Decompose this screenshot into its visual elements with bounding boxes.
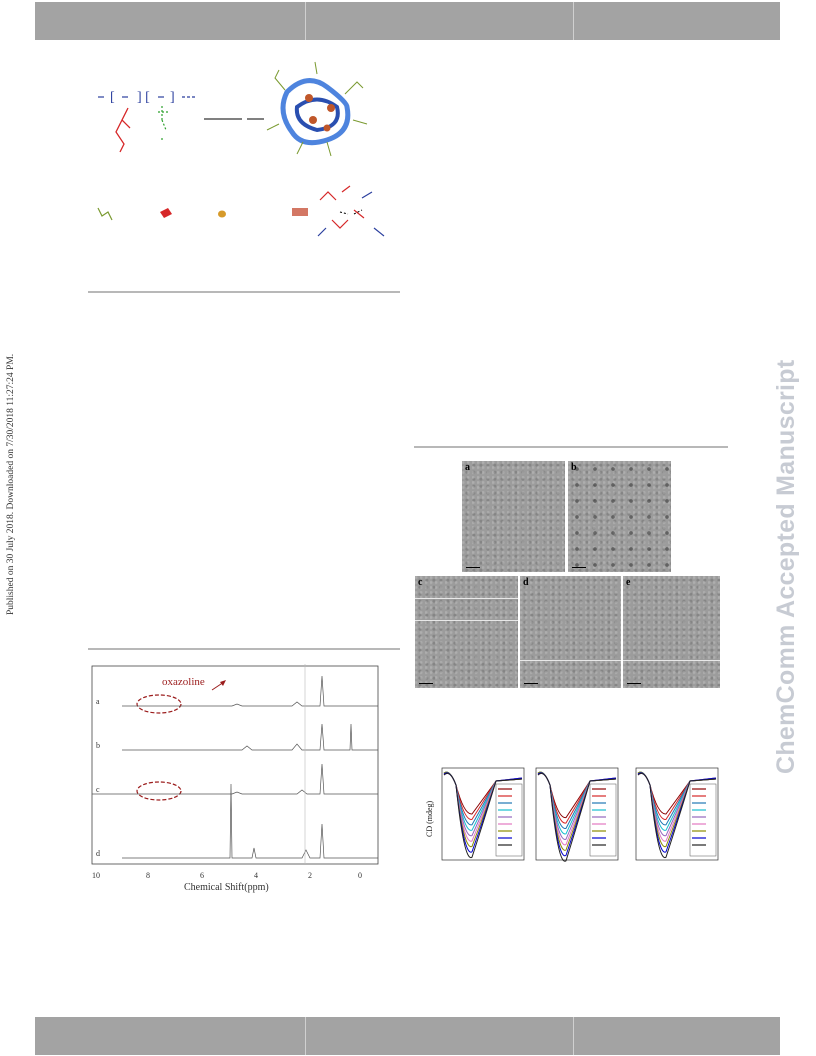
- tem-panel-b: b: [568, 461, 671, 572]
- cd-series-curve: [443, 772, 523, 859]
- tem-panel-e: e: [623, 576, 720, 688]
- scale-bar: [524, 683, 538, 684]
- scale-bar: [627, 683, 641, 684]
- cd-y-axis-label: CD (mdeg): [425, 800, 434, 837]
- cd-legend-box: [495, 783, 523, 857]
- tem-panel-d: d: [520, 576, 621, 688]
- section-divider-right-1: [414, 446, 728, 448]
- tem-panel-label-e: e: [626, 577, 631, 588]
- cd-panel-3: [635, 767, 719, 861]
- cd-legend-box: [689, 783, 717, 857]
- cd-panel-frame: [635, 767, 719, 861]
- tem-panel-label-a: a: [465, 462, 470, 473]
- cd-panel-frame: [535, 767, 619, 861]
- trace-label-d: d: [96, 849, 100, 858]
- nmr-x-axis-label: Chemical Shift(ppm): [184, 882, 269, 893]
- x-tick-10: 10: [92, 871, 100, 880]
- cd-legend-box: [589, 783, 617, 857]
- nmr-trace-d: [122, 783, 378, 859]
- oxazoline-highlight-a: [136, 694, 182, 714]
- svg-text:] [: ] [: [137, 90, 150, 105]
- scale-bar: [419, 683, 433, 684]
- nmr-traces: [92, 675, 378, 859]
- svg-text:[: [: [110, 90, 115, 105]
- cd-panel-2: [535, 767, 619, 862]
- synthesis-scheme: [ ] [ ]: [97, 61, 385, 237]
- header-bar: [35, 2, 780, 40]
- publication-note-text: Published on 30 July 2018. Downloaded on…: [6, 353, 16, 615]
- footer-bar: [35, 1017, 780, 1055]
- x-tick-6: 6: [200, 871, 204, 880]
- x-tick-0: 0: [358, 871, 362, 880]
- section-divider-left-2: [88, 648, 400, 650]
- scale-bar: [572, 567, 586, 568]
- tem-panel-label-c: c: [418, 577, 423, 588]
- svg-text:]: ]: [170, 90, 175, 105]
- cd-series-curve: [537, 772, 617, 862]
- x-tick-4: 4: [254, 871, 258, 880]
- publication-note: Published on 30 July 2018. Downloaded on…: [4, 320, 20, 620]
- nmr-plot-frame: [91, 665, 379, 865]
- cd-series-curve: [637, 772, 717, 859]
- watermark-text: ChemComm Accepted Manuscript: [772, 359, 800, 775]
- x-tick-8: 8: [146, 871, 150, 880]
- nmr-trace-b: [122, 723, 378, 751]
- cd-panel-1: [441, 767, 525, 861]
- micelle-graphic: [266, 61, 368, 157]
- cd-panel-frame: [441, 767, 525, 861]
- section-divider-left-1: [88, 291, 400, 293]
- trace-label-c: c: [96, 785, 100, 794]
- accepted-manuscript-watermark: ChemComm Accepted Manuscript: [760, 272, 816, 782]
- nmr-annotation: oxazoline: [162, 676, 205, 688]
- legend-icons: [97, 185, 385, 237]
- x-tick-2: 2: [308, 871, 312, 880]
- tem-panel-label-b: b: [571, 462, 577, 473]
- nmr-spectra-figure: oxazoline a b c d 10 8 6 4 2 0 Chemical …: [91, 664, 379, 893]
- trace-label-b: b: [96, 741, 100, 750]
- tem-panel-c: c: [415, 576, 518, 688]
- scale-bar: [466, 567, 480, 568]
- tem-panel-label-d: d: [523, 577, 529, 588]
- cd-spectra-figure: CD (mdeg): [425, 767, 719, 862]
- nmr-x-axis: 10 8 6 4 2 0 Chemical Shift(ppm): [92, 871, 362, 893]
- polymer-structure: [ ] [ ]: [98, 90, 196, 153]
- nmr-trace-a: [122, 675, 378, 707]
- nmr-trace-c: [92, 763, 378, 795]
- trace-label-a: a: [96, 697, 100, 706]
- tem-panel-a: a: [462, 461, 565, 572]
- oxazoline-highlight-c: [136, 781, 182, 801]
